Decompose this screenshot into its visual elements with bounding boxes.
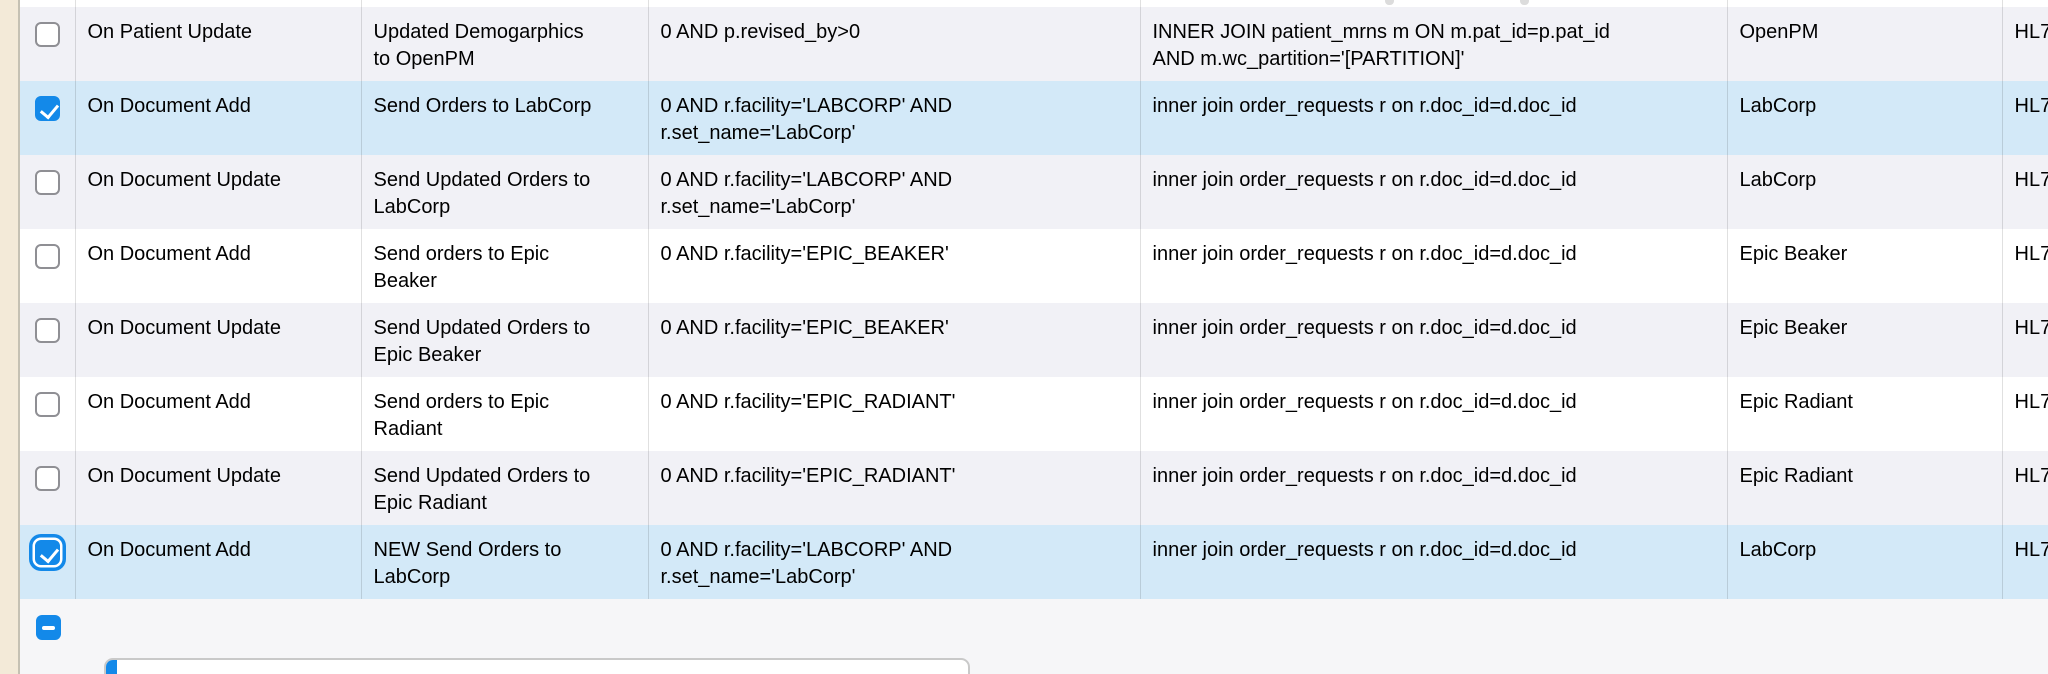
cell-format: HL7: [2002, 525, 2048, 599]
checkbox-cell: [20, 451, 76, 525]
cell-trigger-event: On Document Update: [75, 451, 362, 525]
row-checkbox[interactable]: [35, 318, 60, 343]
checkbox-cell: [20, 7, 76, 81]
cell-description: Send Updated Orders to Epic Radiant: [361, 451, 649, 525]
panel-blue-accent-bar: [106, 660, 117, 674]
cell-sql-join: inner join order_requests r on r.doc_id=…: [1140, 377, 1728, 451]
cell-sql-join: inner join order_requests r on r.doc_id=…: [1140, 451, 1728, 525]
cell-trigger-event: On Document Add: [75, 229, 362, 303]
checkbox-cell: [20, 229, 76, 303]
checkbox-cell: [20, 155, 76, 229]
cell-description: NEW Send Orders to LabCorp: [361, 525, 649, 599]
row-checkbox[interactable]: [35, 466, 60, 491]
table-row[interactable]: On Document Add Send Orders to LabCorp 0…: [20, 81, 2048, 155]
cell-sql-condition: 0 AND p.revised_by>0: [648, 7, 1141, 81]
row-checkbox[interactable]: [35, 244, 60, 269]
cell-format: HL7: [2002, 229, 2048, 303]
truncated-row-remnant: [1385, 0, 1394, 5]
checkbox-cell: [20, 303, 76, 377]
cell-trigger-event: On Document Add: [75, 81, 362, 155]
cell-format: HL7: [2002, 451, 2048, 525]
cell-description: Send Updated Orders to LabCorp: [361, 155, 649, 229]
cell-trigger-event: On Document Add: [75, 525, 362, 599]
detail-panel: [104, 658, 970, 674]
table-footer-area: [20, 599, 2048, 674]
cell-description: Updated Demogarphics to OpenPM: [361, 7, 649, 81]
row-checkbox[interactable]: [35, 96, 60, 121]
cell-sql-join: inner join order_requests r on r.doc_id=…: [1140, 303, 1728, 377]
cell-sql-condition: 0 AND r.facility='EPIC_RADIANT': [648, 377, 1141, 451]
checkbox-cell: [20, 525, 76, 599]
checkbox-cell: [20, 377, 76, 451]
cell-description: Send orders to Epic Radiant: [361, 377, 649, 451]
truncated-row-remnant: [1520, 0, 1529, 5]
cell-destination: Epic Radiant: [1727, 451, 2003, 525]
cell-sql-condition: 0 AND r.facility='EPIC_BEAKER': [648, 229, 1141, 303]
cell-format: HL7: [2002, 155, 2048, 229]
cell-format: HL7: [2002, 7, 2048, 81]
cell-sql-condition: 0 AND r.facility='EPIC_RADIANT': [648, 451, 1141, 525]
cell-format: HL7: [2002, 81, 2048, 155]
checkbox-cell: [20, 81, 76, 155]
row-checkbox[interactable]: [35, 170, 60, 195]
cell-sql-condition: 0 AND r.facility='EPIC_BEAKER': [648, 303, 1141, 377]
collapse-minus-button[interactable]: [36, 615, 61, 640]
row-checkbox[interactable]: [35, 392, 60, 417]
table-row[interactable]: On Patient Update Updated Demogarphics t…: [20, 7, 2048, 81]
row-checkbox[interactable]: [35, 540, 60, 565]
cell-description: Send Orders to LabCorp: [361, 81, 649, 155]
table-row[interactable]: On Document Update Send Updated Orders t…: [20, 451, 2048, 525]
table-row[interactable]: On Document Update Send Updated Orders t…: [20, 155, 2048, 229]
cell-trigger-event: On Document Add: [75, 377, 362, 451]
table-row[interactable]: On Document Add Send orders to Epic Radi…: [20, 377, 2048, 451]
cell-trigger-event: On Document Update: [75, 155, 362, 229]
rules-table-region: On Patient Update Updated Demogarphics t…: [18, 0, 2048, 674]
table-row[interactable]: On Document Add Send orders to Epic Beak…: [20, 229, 2048, 303]
table-row[interactable]: On Document Add NEW Send Orders to LabCo…: [20, 525, 2048, 599]
cell-destination: LabCorp: [1727, 81, 2003, 155]
cell-sql-join: inner join order_requests r on r.doc_id=…: [1140, 81, 1728, 155]
cell-sql-condition: 0 AND r.facility='LABCORP' AND r.set_nam…: [648, 525, 1141, 599]
rules-table-body: On Patient Update Updated Demogarphics t…: [20, 0, 2048, 599]
cell-format: HL7: [2002, 377, 2048, 451]
rules-table: On Patient Update Updated Demogarphics t…: [20, 0, 2048, 599]
cell-sql-join: inner join order_requests r on r.doc_id=…: [1140, 229, 1728, 303]
cell-destination: LabCorp: [1727, 155, 2003, 229]
cell-destination: Epic Radiant: [1727, 377, 2003, 451]
truncated-row-above: [20, 0, 2048, 7]
cell-destination: Epic Beaker: [1727, 303, 2003, 377]
cell-sql-join: INNER JOIN patient_mrns m ON m.pat_id=p.…: [1140, 7, 1728, 81]
cell-sql-condition: 0 AND r.facility='LABCORP' AND r.set_nam…: [648, 81, 1141, 155]
cell-trigger-event: On Document Update: [75, 303, 362, 377]
cell-sql-join: inner join order_requests r on r.doc_id=…: [1140, 155, 1728, 229]
cell-format: HL7: [2002, 303, 2048, 377]
cell-destination: LabCorp: [1727, 525, 2003, 599]
table-row[interactable]: On Document Update Send Updated Orders t…: [20, 303, 2048, 377]
row-checkbox[interactable]: [35, 22, 60, 47]
cell-description: Send Updated Orders to Epic Beaker: [361, 303, 649, 377]
cell-destination: OpenPM: [1727, 7, 2003, 81]
cell-destination: Epic Beaker: [1727, 229, 2003, 303]
cell-sql-condition: 0 AND r.facility='LABCORP' AND r.set_nam…: [648, 155, 1141, 229]
cell-sql-join: inner join order_requests r on r.doc_id=…: [1140, 525, 1728, 599]
cell-description: Send orders to Epic Beaker: [361, 229, 649, 303]
cell-trigger-event: On Patient Update: [75, 7, 362, 81]
